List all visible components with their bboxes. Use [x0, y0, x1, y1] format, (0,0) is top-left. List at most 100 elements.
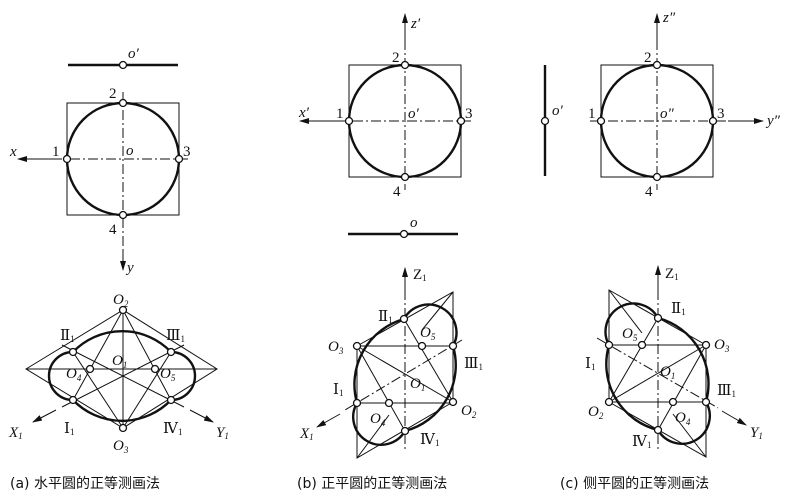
point-O3 — [352, 341, 362, 351]
axis-line — [61, 344, 185, 408]
svg-text:Ⅱ1: Ⅱ1 — [60, 328, 75, 344]
point-marker — [118, 60, 128, 70]
point-4 — [400, 172, 410, 182]
point-3 — [708, 116, 718, 126]
svg-text:O2: O2 — [461, 403, 477, 420]
label-2: 2 — [109, 86, 117, 102]
label-1: 1 — [588, 106, 596, 122]
point-O3 — [118, 423, 128, 433]
point-O5 — [417, 341, 427, 351]
point-O5 — [150, 364, 160, 374]
svg-text:Z1: Z1 — [413, 267, 427, 283]
label-o: o — [410, 215, 418, 231]
svg-text:Ⅲ1: Ⅲ1 — [166, 328, 185, 344]
label-o-prime: o′ — [408, 106, 420, 122]
point-III1 — [166, 347, 176, 357]
label-4: 4 — [109, 222, 117, 238]
svg-text:O5: O5 — [622, 326, 638, 343]
svg-text:Ⅲ1: Ⅲ1 — [464, 356, 483, 372]
svg-text:O1: O1 — [410, 376, 425, 393]
point-4 — [652, 172, 662, 182]
svg-text:O3: O3 — [113, 438, 129, 455]
Y1-axis-arrow — [721, 410, 747, 426]
panel-a-isometric: O2 O3 O1 O4 O5 Ⅱ1 Ⅲ1 Ⅰ1 Ⅳ1 X1 Y1 — [8, 292, 229, 455]
label-1: 1 — [336, 106, 344, 122]
svg-text:O1: O1 — [660, 364, 675, 381]
label-o-double-prime: o″ — [660, 106, 675, 122]
panel-b-isometric: Z1 Ⅱ1 O3 O5 Ⅲ1 O1 Ⅰ1 O2 O4 Ⅳ1 X1 — [299, 267, 483, 459]
construction-line — [608, 289, 643, 334]
label-y-double-prime: y″ — [765, 113, 781, 129]
caption-b: (b) 正平圆的正等测画法 — [297, 475, 447, 492]
label-o-prime: o′ — [128, 46, 140, 62]
point-O5 — [637, 340, 647, 350]
svg-text:Y1: Y1 — [216, 425, 229, 441]
svg-text:Ⅳ1: Ⅳ1 — [163, 421, 183, 437]
centerline — [344, 339, 463, 411]
Y1-axis-arrow — [189, 409, 214, 423]
point-O3 — [701, 340, 711, 350]
point-2 — [400, 60, 410, 70]
svg-text:Ⅱ1: Ⅱ1 — [671, 301, 686, 317]
svg-text:Ⅳ1: Ⅳ1 — [420, 432, 440, 448]
svg-text:Ⅱ1: Ⅱ1 — [378, 309, 393, 325]
label-o: o — [126, 143, 134, 159]
svg-text:Ⅲ1: Ⅲ1 — [717, 383, 736, 399]
svg-text:Ⅰ1: Ⅰ1 — [64, 421, 74, 437]
svg-text:Z1: Z1 — [665, 266, 679, 282]
caption-c: (c) 侧平圆的正等测画法 — [560, 475, 709, 492]
point-III1 — [701, 397, 711, 407]
point-II1 — [653, 313, 663, 323]
construction-line — [122, 309, 172, 401]
panel-c-isometric: Z1 Ⅱ1 O5 O3 Ⅰ1 O1 Ⅲ1 O2 O4 Ⅳ1 Y1 — [585, 265, 763, 458]
point-1 — [62, 154, 72, 164]
point-3 — [456, 116, 466, 126]
label-4: 4 — [393, 184, 401, 200]
X1-axis-arrow — [32, 409, 57, 423]
label-3: 3 — [183, 144, 191, 160]
point-4 — [118, 210, 128, 220]
svg-text:Y1: Y1 — [750, 425, 763, 441]
svg-text:O4: O4 — [370, 411, 386, 428]
X1-axis-arrow — [316, 413, 341, 428]
label-z-prime: z′ — [410, 16, 421, 32]
label-1: 1 — [52, 144, 60, 160]
svg-text:X1: X1 — [299, 426, 314, 442]
point-III1 — [448, 341, 458, 351]
point-I1 — [68, 395, 78, 405]
construction-line — [608, 317, 659, 403]
point-O2 — [448, 397, 458, 407]
label-3: 3 — [717, 106, 725, 122]
svg-text:Ⅰ1: Ⅰ1 — [585, 356, 595, 372]
point-II1 — [68, 347, 78, 357]
construction-line — [72, 351, 124, 429]
label-x-prime: x′ — [298, 105, 310, 121]
svg-text:Ⅳ1: Ⅳ1 — [632, 434, 652, 450]
point-O2 — [604, 397, 614, 407]
construction-line — [122, 351, 172, 429]
point-IV1 — [653, 425, 663, 435]
point-IV1 — [400, 426, 410, 436]
label-y: y — [125, 260, 134, 276]
point-3 — [174, 154, 184, 164]
point-marker — [399, 229, 409, 239]
point-1 — [596, 116, 606, 126]
svg-text:Ⅰ1: Ⅰ1 — [333, 382, 343, 398]
svg-text:O3: O3 — [714, 337, 730, 354]
point-O4 — [384, 398, 394, 408]
svg-text:O2: O2 — [113, 292, 129, 309]
panel-b-projection: 1 2 3 4 o′ x′ z′ o — [298, 13, 473, 239]
point-O4 — [85, 364, 95, 374]
label-2: 2 — [644, 50, 652, 66]
point-I1 — [352, 398, 362, 408]
construction-line — [421, 291, 454, 331]
svg-text:X1: X1 — [8, 425, 23, 441]
point-II1 — [399, 314, 409, 324]
point-IV1 — [166, 395, 176, 405]
label-o-prime: o′ — [552, 103, 564, 119]
svg-text:O4: O4 — [675, 410, 691, 427]
svg-text:O5: O5 — [420, 325, 436, 342]
centerline — [596, 337, 719, 409]
point-I1 — [604, 340, 614, 350]
